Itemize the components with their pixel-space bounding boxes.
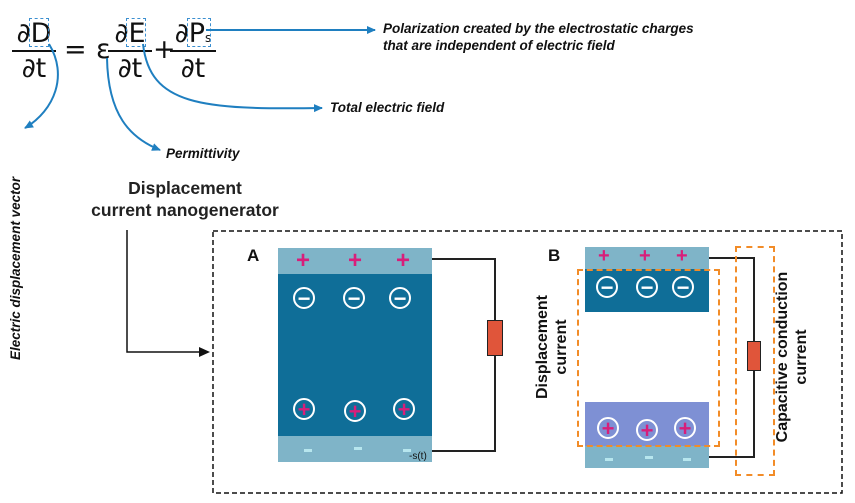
displacement-label-line-2: current bbox=[553, 319, 571, 375]
permittivity-arrow bbox=[106, 57, 161, 151]
positive-charge-icon: + bbox=[597, 417, 619, 440]
dcng-heading: Displacement current nanogenerator bbox=[75, 178, 295, 222]
panel-b-surface-minus bbox=[683, 458, 691, 461]
permittivity-note: Permittivity bbox=[166, 146, 240, 161]
panel-a-surface-minus bbox=[354, 447, 362, 450]
negative-charge-icon: − bbox=[343, 287, 365, 310]
panel-b-surface-plus: + bbox=[676, 245, 688, 267]
lhs-fraction: ∂D ∂t bbox=[12, 20, 56, 82]
negative-charge-icon: − bbox=[293, 287, 315, 310]
equals-sign: = bbox=[64, 34, 87, 65]
source-label: -s(t) bbox=[409, 451, 427, 462]
negative-charge-icon: − bbox=[389, 287, 411, 310]
panel-a-surface-plus: + bbox=[396, 247, 411, 274]
panel-a-wire bbox=[432, 258, 496, 452]
panel-b-surface-minus bbox=[605, 458, 613, 461]
total-field-note: Total electric field bbox=[330, 100, 445, 115]
panel-a-surface-plus: + bbox=[296, 247, 311, 274]
positive-charge-icon: + bbox=[344, 400, 366, 423]
panel-a-resistor bbox=[487, 320, 503, 356]
panel-a-surface-plus: + bbox=[348, 247, 363, 274]
positive-charge-icon: + bbox=[674, 417, 696, 440]
epsilon-symbol: ε bbox=[96, 34, 111, 65]
conduction-current-box bbox=[735, 246, 775, 476]
positive-charge-icon: + bbox=[636, 419, 658, 442]
negative-charge-icon: − bbox=[672, 276, 694, 299]
term2-denominator: ∂t bbox=[180, 53, 206, 84]
heading-to-box-arrow bbox=[126, 230, 210, 357]
negative-charge-icon: − bbox=[596, 276, 618, 299]
heading-line-1: Displacement bbox=[128, 178, 242, 198]
conduction-label-line-2: current bbox=[793, 329, 811, 385]
polarization-line-1: Polarization created by the electrostati… bbox=[383, 21, 694, 36]
p-highlight-box bbox=[187, 18, 211, 47]
panel-a-surface-minus bbox=[304, 449, 312, 452]
term2-numerator: ∂Ps bbox=[174, 18, 212, 49]
displacement-current-label: Displacement current bbox=[533, 267, 571, 427]
term2-fraction: ∂Ps ∂t bbox=[170, 20, 216, 82]
term1-denominator: ∂t bbox=[117, 53, 143, 84]
panel-a-surface-minus bbox=[403, 449, 411, 452]
panel-b-top-electrode bbox=[585, 247, 709, 269]
e-highlight-box bbox=[126, 18, 146, 47]
fraction-bar bbox=[12, 50, 56, 52]
positive-charge-icon: + bbox=[293, 398, 315, 421]
displacement-vector-arrow bbox=[24, 43, 59, 129]
term1-fraction: ∂E ∂t bbox=[108, 20, 152, 82]
positive-charge-icon: + bbox=[393, 398, 415, 421]
panel-b-surface-plus: + bbox=[598, 245, 610, 267]
panel-b-surface-minus bbox=[645, 456, 653, 459]
fraction-bar bbox=[170, 50, 216, 52]
displacement-current-box bbox=[577, 269, 720, 447]
conduction-label-line-1: Capacitive conduction bbox=[774, 271, 791, 443]
term1-numerator: ∂E bbox=[114, 18, 146, 49]
negative-charge-icon: − bbox=[636, 276, 658, 299]
lhs-numerator: ∂D bbox=[16, 18, 52, 49]
conduction-current-label: Capacitive conduction current bbox=[773, 252, 811, 462]
plus-sign: + bbox=[153, 34, 176, 65]
panel-b-resistor bbox=[747, 341, 761, 371]
panel-a-letter: A bbox=[247, 246, 260, 265]
panel-b-surface-plus: + bbox=[639, 245, 651, 267]
d-highlight-box bbox=[29, 18, 49, 47]
displacement-label-line-1: Displacement bbox=[534, 294, 551, 400]
panel-b-letter: B bbox=[548, 246, 561, 265]
fraction-bar bbox=[108, 50, 152, 52]
device-dashed-frame bbox=[212, 230, 843, 494]
lhs-denominator: ∂t bbox=[21, 53, 47, 84]
polarization-note: Polarization created by the electrostati… bbox=[383, 21, 694, 55]
panel-a-top-electrode bbox=[278, 248, 432, 274]
total-field-arrow bbox=[142, 43, 323, 113]
term2-subscript: s bbox=[204, 31, 212, 45]
heading-line-2: current nanogenerator bbox=[91, 199, 279, 220]
polarization-line-2: that are independent of electric field bbox=[383, 37, 615, 53]
